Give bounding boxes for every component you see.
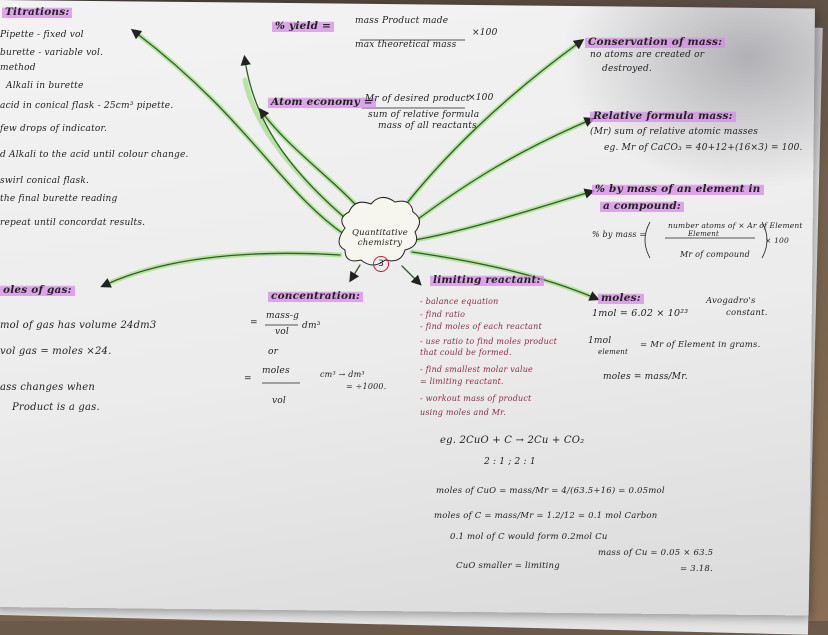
- rfm-heading: Relative formula mass:: [590, 110, 736, 122]
- example-line: moles of CuO = mass/Mr = 4/(63.5+16) = 0…: [436, 486, 665, 496]
- conc-conversion-1: cm³ → dm³: [320, 370, 365, 379]
- limiting-step: - use ratio to find moles product: [420, 337, 558, 346]
- yield-denominator: max theoretical mass: [355, 40, 457, 50]
- rfm-line: eg. Mr of CaCO₃ = 40+12+(16×3) = 100.: [604, 143, 803, 153]
- branch-conservation: [399, 38, 585, 213]
- example-line: moles of C = mass/Mr = 1.2/12 = 0.1 mol …: [434, 511, 658, 521]
- titrations-line: swirl conical flask.: [0, 176, 90, 186]
- gas-line: mol of gas has volume 24dm3: [0, 320, 157, 331]
- limiting-step: = limiting reactant.: [420, 377, 504, 386]
- example-line: mass of Cu = 0.05 × 63.5: [598, 548, 714, 558]
- titrations-line: burette - variable vol.: [0, 48, 104, 58]
- mind-map-branches: [100, 28, 768, 384]
- moles-avogadro-1: Avogadro's: [706, 296, 756, 306]
- example-line: CuO smaller = limiting: [456, 561, 560, 571]
- gas-heading: oles of gas:: [0, 284, 75, 296]
- conc-equals-1: =: [250, 318, 258, 328]
- moles-line: 1mol: [588, 336, 612, 346]
- limiting-step: - find moles of each reactant: [420, 322, 542, 331]
- centre-number: 3: [373, 256, 389, 272]
- conservation-line: destroyed.: [602, 64, 653, 74]
- atom-economy-numerator: Mr of desired product: [365, 94, 470, 104]
- percent-mass-prefix: % by mass =: [592, 230, 647, 239]
- titrations-heading: Titrations:: [2, 6, 73, 18]
- limiting-step: - balance equation: [420, 297, 499, 306]
- branch-atom-economy: [258, 107, 366, 216]
- percent-mass-times: × 100: [765, 236, 789, 245]
- conc-eq1-denominator: vol: [275, 327, 289, 337]
- limiting-step: - workout mass of product: [420, 394, 532, 403]
- conservation-line: no atoms are created or: [590, 50, 705, 60]
- moles-heading: moles:: [598, 292, 644, 304]
- moles-line: 1mol = 6.02 × 10²³: [592, 308, 689, 319]
- branch-titrations: [130, 28, 346, 236]
- limiting-step: - find ratio: [420, 310, 466, 319]
- titrations-line: Pipette - fixed vol: [0, 30, 84, 40]
- moles-line: element: [598, 348, 629, 356]
- conservation-heading: Conservation of mass:: [585, 36, 726, 48]
- branch-limiting: [401, 265, 422, 286]
- conc-or: or: [268, 347, 279, 357]
- moles-line: = Mr of Element in grams.: [640, 340, 761, 350]
- rfm-line: (Mr) sum of relative atomic masses: [590, 127, 759, 137]
- branch-percent-mass: [414, 188, 595, 241]
- branch-yield: [240, 54, 353, 225]
- example-line: 0.1 mol of C would form 0.2mol Cu: [450, 532, 608, 542]
- branch-relative-formula-mass: [409, 117, 595, 226]
- percent-mass-numerator-2: Element: [688, 230, 719, 238]
- conc-eq1-numerator: mass-g: [266, 311, 300, 321]
- percent-mass-heading-2: a compound:: [600, 200, 684, 212]
- conc-unit: dm³: [302, 321, 321, 331]
- conc-conversion-2: = ÷1000.: [346, 382, 387, 391]
- yield-label: % yield =: [272, 20, 334, 32]
- titrations-line: method: [0, 63, 36, 73]
- titrations-line: repeat until concordat results.: [0, 218, 146, 228]
- limiting-step: using moles and Mr.: [420, 408, 507, 417]
- example-line: = 3.18.: [680, 564, 713, 574]
- conc-eq2-numerator: moles: [262, 366, 290, 376]
- limiting-heading: limiting reactant:: [430, 274, 544, 286]
- gas-line: ass changes when: [0, 382, 96, 393]
- conc-eq2-denominator: vol: [272, 396, 286, 406]
- gas-line: Product is a gas.: [12, 402, 100, 413]
- limiting-step: that could be formed.: [420, 348, 512, 357]
- limiting-step: - find smallest molar value: [420, 365, 533, 374]
- titrations-line: Alkali in burette: [6, 81, 84, 91]
- atom-economy-times: ×100: [468, 93, 494, 103]
- gas-line: vol gas = moles ×24.: [0, 346, 112, 357]
- conc-equals-2: =: [244, 374, 252, 384]
- branch-moles: [411, 251, 600, 301]
- titrations-line: the final burette reading: [0, 194, 118, 204]
- yield-times: ×100: [472, 28, 498, 38]
- percent-mass-heading-1: % by mass of an element in: [592, 183, 764, 195]
- example-equation: eg. 2CuO + C → 2Cu + CO₂: [440, 435, 585, 446]
- centre-cloud: [338, 197, 420, 266]
- shadow: [560, 0, 828, 190]
- yield-numerator: mass Product made: [355, 16, 449, 26]
- titrations-line: acid in conical flask - 25cm³ pipette.: [0, 101, 174, 111]
- moles-line: moles = mass/Mr.: [603, 372, 688, 382]
- branch-gas: [100, 252, 341, 288]
- atom-economy-label: Atom economy =: [268, 96, 376, 108]
- moles-avogadro-2: constant.: [726, 308, 768, 318]
- percent-mass-numerator: number atoms of × Ar of Element: [668, 221, 803, 230]
- titrations-line: d Alkali to the acid until colour change…: [0, 150, 189, 160]
- concentration-heading: concentration:: [268, 290, 364, 302]
- atom-economy-denominator-1: sum of relative formula: [368, 110, 480, 120]
- titrations-line: few drops of indicator.: [0, 124, 108, 134]
- percent-mass-denominator: Mr of compound: [680, 250, 750, 259]
- example-ratio: 2 : 1 ; 2 : 1: [484, 457, 536, 467]
- branch-concentration: [349, 264, 361, 283]
- atom-economy-denominator-2: mass of all reactants: [378, 121, 477, 131]
